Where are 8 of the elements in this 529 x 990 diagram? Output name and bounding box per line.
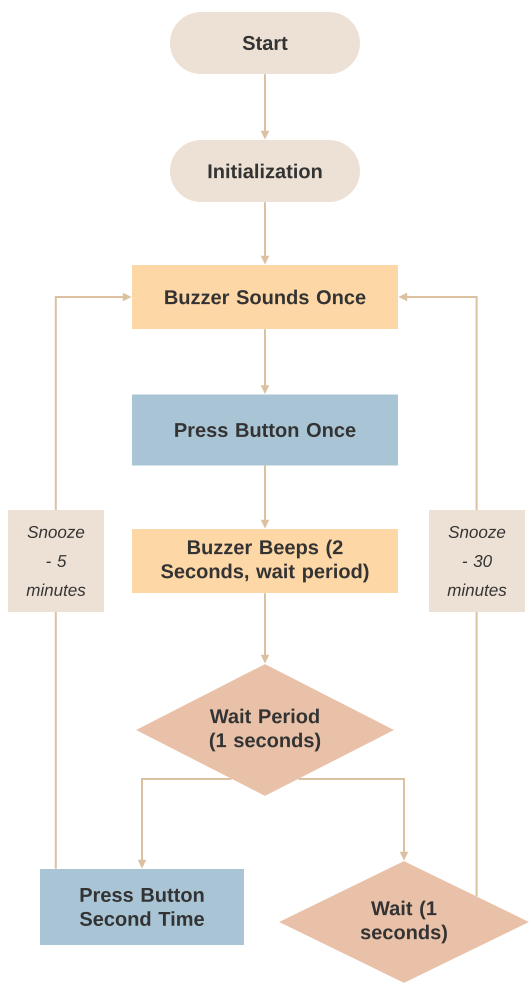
- process-box: Buzzer Beeps (2 Seconds, wait period): [132, 529, 398, 593]
- rounded-box: Initialization: [170, 140, 360, 202]
- process-box: Press Button Once: [132, 394, 398, 466]
- process-box: Buzzer Sounds Once: [132, 265, 398, 329]
- process-box: Press Button Second Time: [40, 869, 244, 945]
- edge-label: Snooze - 30 minutes: [429, 510, 525, 612]
- rounded-box: Start: [170, 12, 360, 74]
- edge-label: Snooze - 5 minutes: [8, 510, 104, 612]
